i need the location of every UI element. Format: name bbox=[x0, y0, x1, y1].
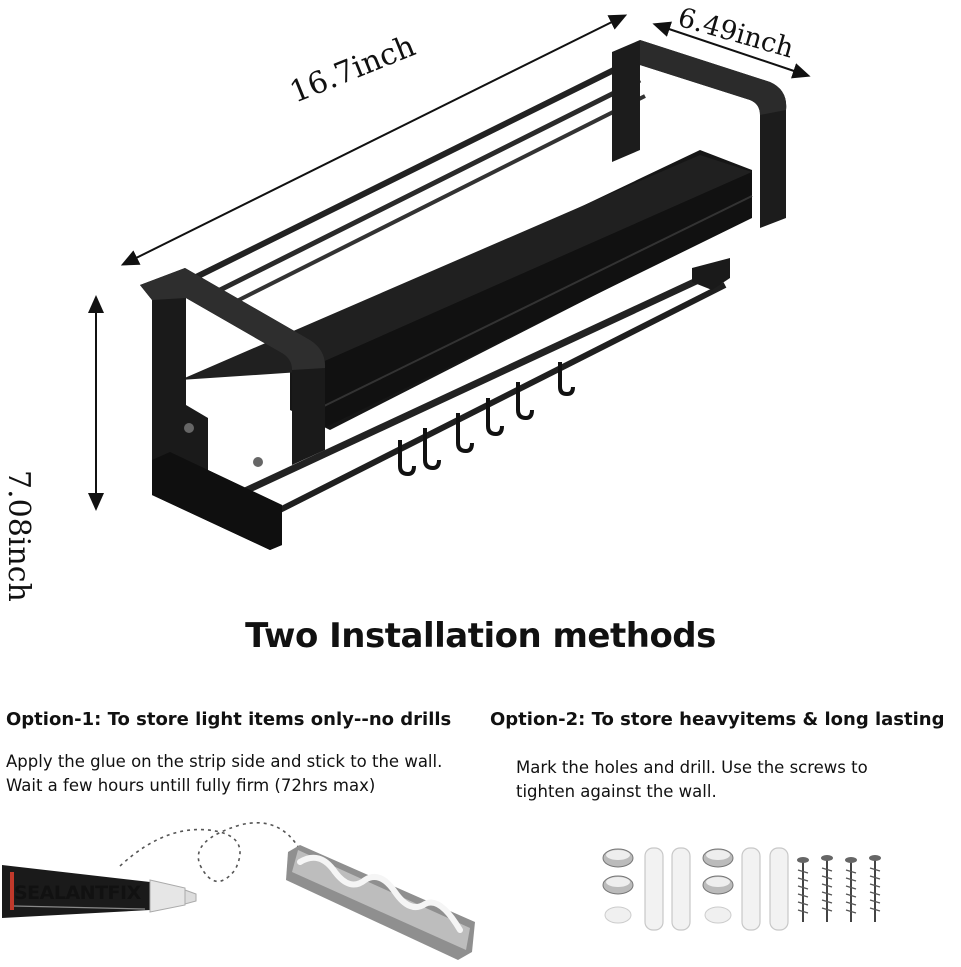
option1-title: Option-1: To store light items only--no … bbox=[6, 709, 452, 730]
length-dimension-line bbox=[120, 14, 628, 266]
hardware-illustration bbox=[602, 847, 881, 931]
rack-body bbox=[140, 40, 787, 550]
sealant-tube: SEALANTFIX bbox=[2, 865, 197, 918]
option1-description: Apply the glue on the strip side and sti… bbox=[6, 750, 442, 798]
option2-line2: tighten against the wall. bbox=[516, 782, 717, 801]
height-dimension-label: 7.08inch bbox=[1, 470, 36, 602]
depth-dimension-line bbox=[652, 21, 811, 79]
option1-line2: Wait a few hours untill fully firm (72hr… bbox=[6, 776, 376, 795]
option2-title: Option-2: To store heavyitems & long las… bbox=[490, 709, 945, 730]
installation-methods-heading: Two Installation methods bbox=[245, 616, 716, 656]
screw-caps bbox=[602, 848, 734, 924]
option1-line1: Apply the glue on the strip side and sti… bbox=[6, 752, 443, 771]
adhesive-strip bbox=[286, 845, 475, 960]
option2-description: Mark the holes and drill. Use the screws… bbox=[516, 756, 868, 804]
sealant-brand-label: SEALANTFIX bbox=[14, 882, 142, 904]
wall-anchors bbox=[644, 847, 789, 931]
screws bbox=[797, 855, 881, 922]
spice-rack-illustration bbox=[88, 14, 811, 550]
glue-illustration: SEALANTFIX bbox=[2, 821, 475, 960]
option2-line1: Mark the holes and drill. Use the screws… bbox=[516, 758, 868, 777]
